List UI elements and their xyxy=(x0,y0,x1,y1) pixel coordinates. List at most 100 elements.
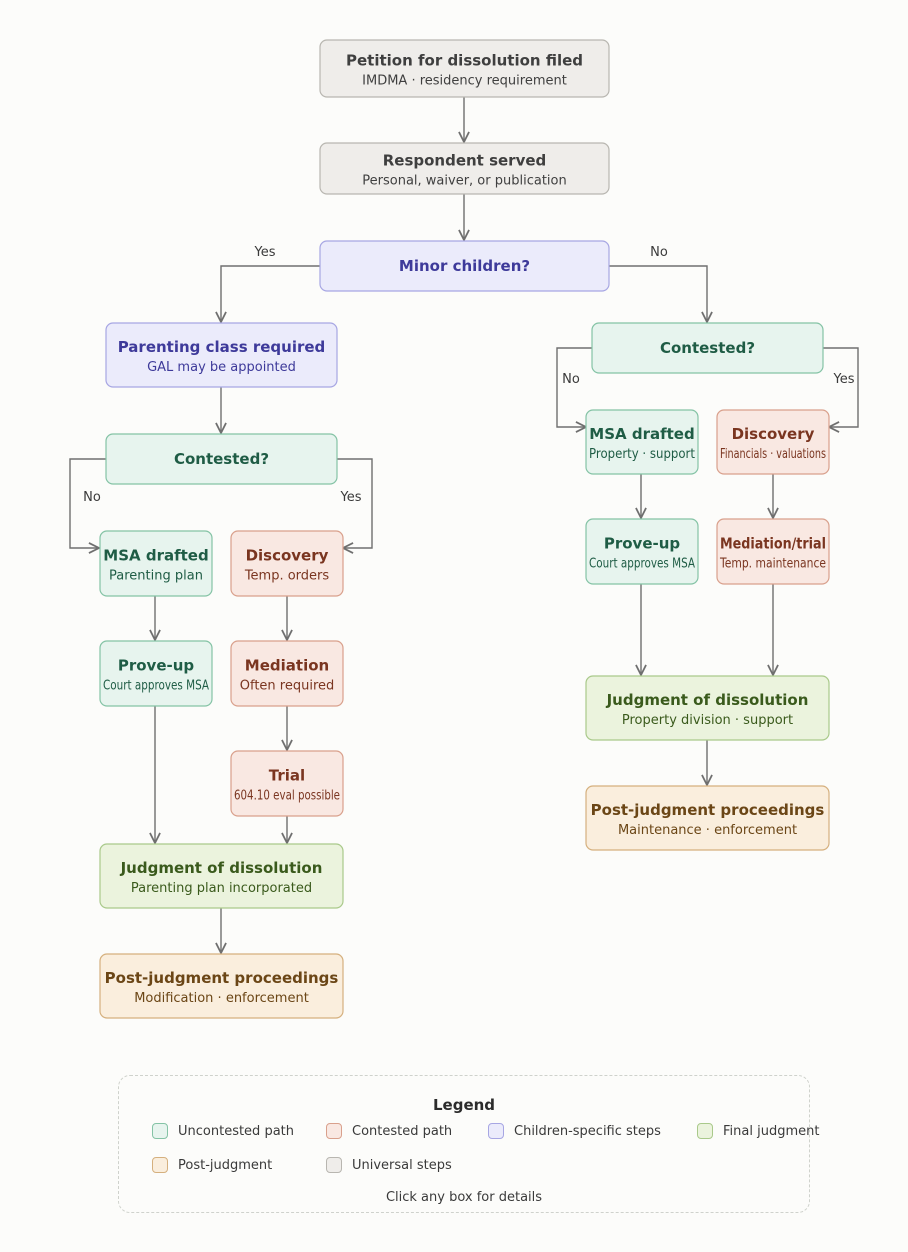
node-petition-title: Petition for dissolution filed xyxy=(346,52,583,70)
node-respondent-served-title: Respondent served xyxy=(383,152,547,170)
legend-swatch-uncontested xyxy=(152,1123,168,1139)
node-prove-up-left-subtitle: Court approves MSA xyxy=(103,679,209,694)
node-contested-right[interactable]: Contested? xyxy=(591,322,824,374)
node-post-judgment-right-subtitle: Maintenance · enforcement xyxy=(618,823,797,838)
node-mediation-left-subtitle: Often required xyxy=(240,679,335,694)
node-discovery-left-subtitle: Temp. orders xyxy=(244,569,330,584)
node-minor-children-title: Minor children? xyxy=(399,257,530,275)
node-judgment-right-subtitle: Property division · support xyxy=(622,713,793,728)
node-judgment-left-box xyxy=(99,843,344,909)
node-parenting-class-title: Parenting class required xyxy=(118,338,326,356)
legend-label-universal: Universal steps xyxy=(352,1157,452,1173)
node-trial-left-subtitle: 604.10 eval possible xyxy=(234,789,340,804)
node-contested-left-box xyxy=(105,433,338,485)
legend-item-uncontested: Uncontested path xyxy=(152,1123,294,1139)
node-msa-drafted-right-title: MSA drafted xyxy=(589,425,694,443)
node-msa-drafted-left-subtitle: Parenting plan xyxy=(109,569,203,584)
node-msa-drafted-right-subtitle: Property · support xyxy=(589,447,695,462)
edge-labels: Yes No No Yes No Yes xyxy=(83,245,855,505)
edge-label-contested-r-yes: Yes xyxy=(833,372,855,387)
legend-item-judgment: Final judgment xyxy=(697,1123,819,1139)
node-msa-drafted-left-title: MSA drafted xyxy=(103,547,208,565)
node-post-judgment-left-subtitle: Modification · enforcement xyxy=(134,991,309,1006)
node-parenting-class-box xyxy=(105,322,338,388)
node-contested-right-box xyxy=(591,322,824,374)
node-mediation-trial-right-box xyxy=(716,518,830,585)
legend-item-contested: Contested path xyxy=(326,1123,452,1139)
node-judgment-right-box xyxy=(585,675,830,741)
node-judgment-left-subtitle: Parenting plan incorporated xyxy=(131,881,312,896)
edges xyxy=(69,97,859,953)
node-msa-drafted-left-box xyxy=(99,530,213,597)
legend-swatch-children xyxy=(488,1123,504,1139)
legend-label-uncontested: Uncontested path xyxy=(178,1123,294,1139)
node-mediation-trial-right-title: Mediation/trial xyxy=(720,535,826,553)
node-discovery-right-subtitle: Financials · valuations xyxy=(720,447,826,462)
node-post-judgment-left-title: Post-judgment proceedings xyxy=(105,969,339,987)
node-respondent-served-box xyxy=(319,142,610,195)
node-respondent-served-subtitle: Personal, waiver, or publication xyxy=(362,174,566,189)
legend-label-children: Children-specific steps xyxy=(514,1123,661,1139)
edge-label-contested-l-no: No xyxy=(83,490,101,505)
node-trial-left-box xyxy=(230,750,344,817)
legend-swatch-contested xyxy=(326,1123,342,1139)
node-petition-box xyxy=(319,39,610,98)
legend-item-universal: Universal steps xyxy=(326,1157,452,1173)
edge-contested-r-no xyxy=(556,347,592,427)
legend-item-post-judgment: Post-judgment xyxy=(152,1157,272,1173)
legend: Legend Uncontested path Contested path C… xyxy=(118,1075,819,1213)
legend-label-contested: Contested path xyxy=(352,1123,453,1139)
node-minor-children[interactable]: Minor children? xyxy=(319,240,610,292)
edge-minor-yes xyxy=(221,265,320,322)
node-contested-right-title: Contested? xyxy=(660,339,755,357)
node-mediation-trial-right-subtitle: Temp. maintenance xyxy=(719,557,826,572)
node-petition-subtitle: IMDMA · residency requirement xyxy=(362,74,567,89)
legend-swatch-judgment xyxy=(697,1123,713,1139)
node-trial-left-title: Trial xyxy=(269,767,305,785)
legend-label-judgment: Final judgment xyxy=(723,1123,820,1139)
edge-minor-no xyxy=(608,265,707,322)
node-post-judgment-right-title: Post-judgment proceedings xyxy=(591,801,825,819)
legend-swatch-post-judgment xyxy=(152,1157,168,1173)
node-trial-left[interactable]: Trial 604.10 eval possible xyxy=(230,750,344,817)
node-msa-drafted-right-box xyxy=(585,409,699,475)
node-prove-up-right-title: Prove-up xyxy=(604,535,681,553)
node-mediation-left-title: Mediation xyxy=(245,657,329,675)
legend-item-children: Children-specific steps xyxy=(488,1123,661,1139)
edge-contested-l-yes xyxy=(337,458,373,548)
node-judgment-right-title: Judgment of dissolution xyxy=(606,691,809,709)
edge-contested-r-yes xyxy=(823,347,859,427)
node-contested-left-title: Contested? xyxy=(174,450,269,468)
node-contested-left[interactable]: Contested? xyxy=(105,433,338,485)
edge-label-minor-no: No xyxy=(650,245,668,260)
node-prove-up-left-box xyxy=(99,640,213,707)
node-prove-up-right-box xyxy=(585,518,699,585)
node-discovery-left-box xyxy=(230,530,344,597)
node-minor-children-box xyxy=(319,240,610,292)
edge-label-minor-yes: Yes xyxy=(254,245,276,260)
legend-label-post-judgment: Post-judgment xyxy=(178,1157,273,1173)
edge-label-contested-l-yes: Yes xyxy=(340,490,362,505)
node-post-judgment-left-box xyxy=(99,953,344,1019)
edge-label-contested-r-no: No xyxy=(562,372,580,387)
node-mediation-left-box xyxy=(230,640,344,707)
node-discovery-right-box xyxy=(716,409,830,475)
node-judgment-left-title: Judgment of dissolution xyxy=(120,859,323,877)
